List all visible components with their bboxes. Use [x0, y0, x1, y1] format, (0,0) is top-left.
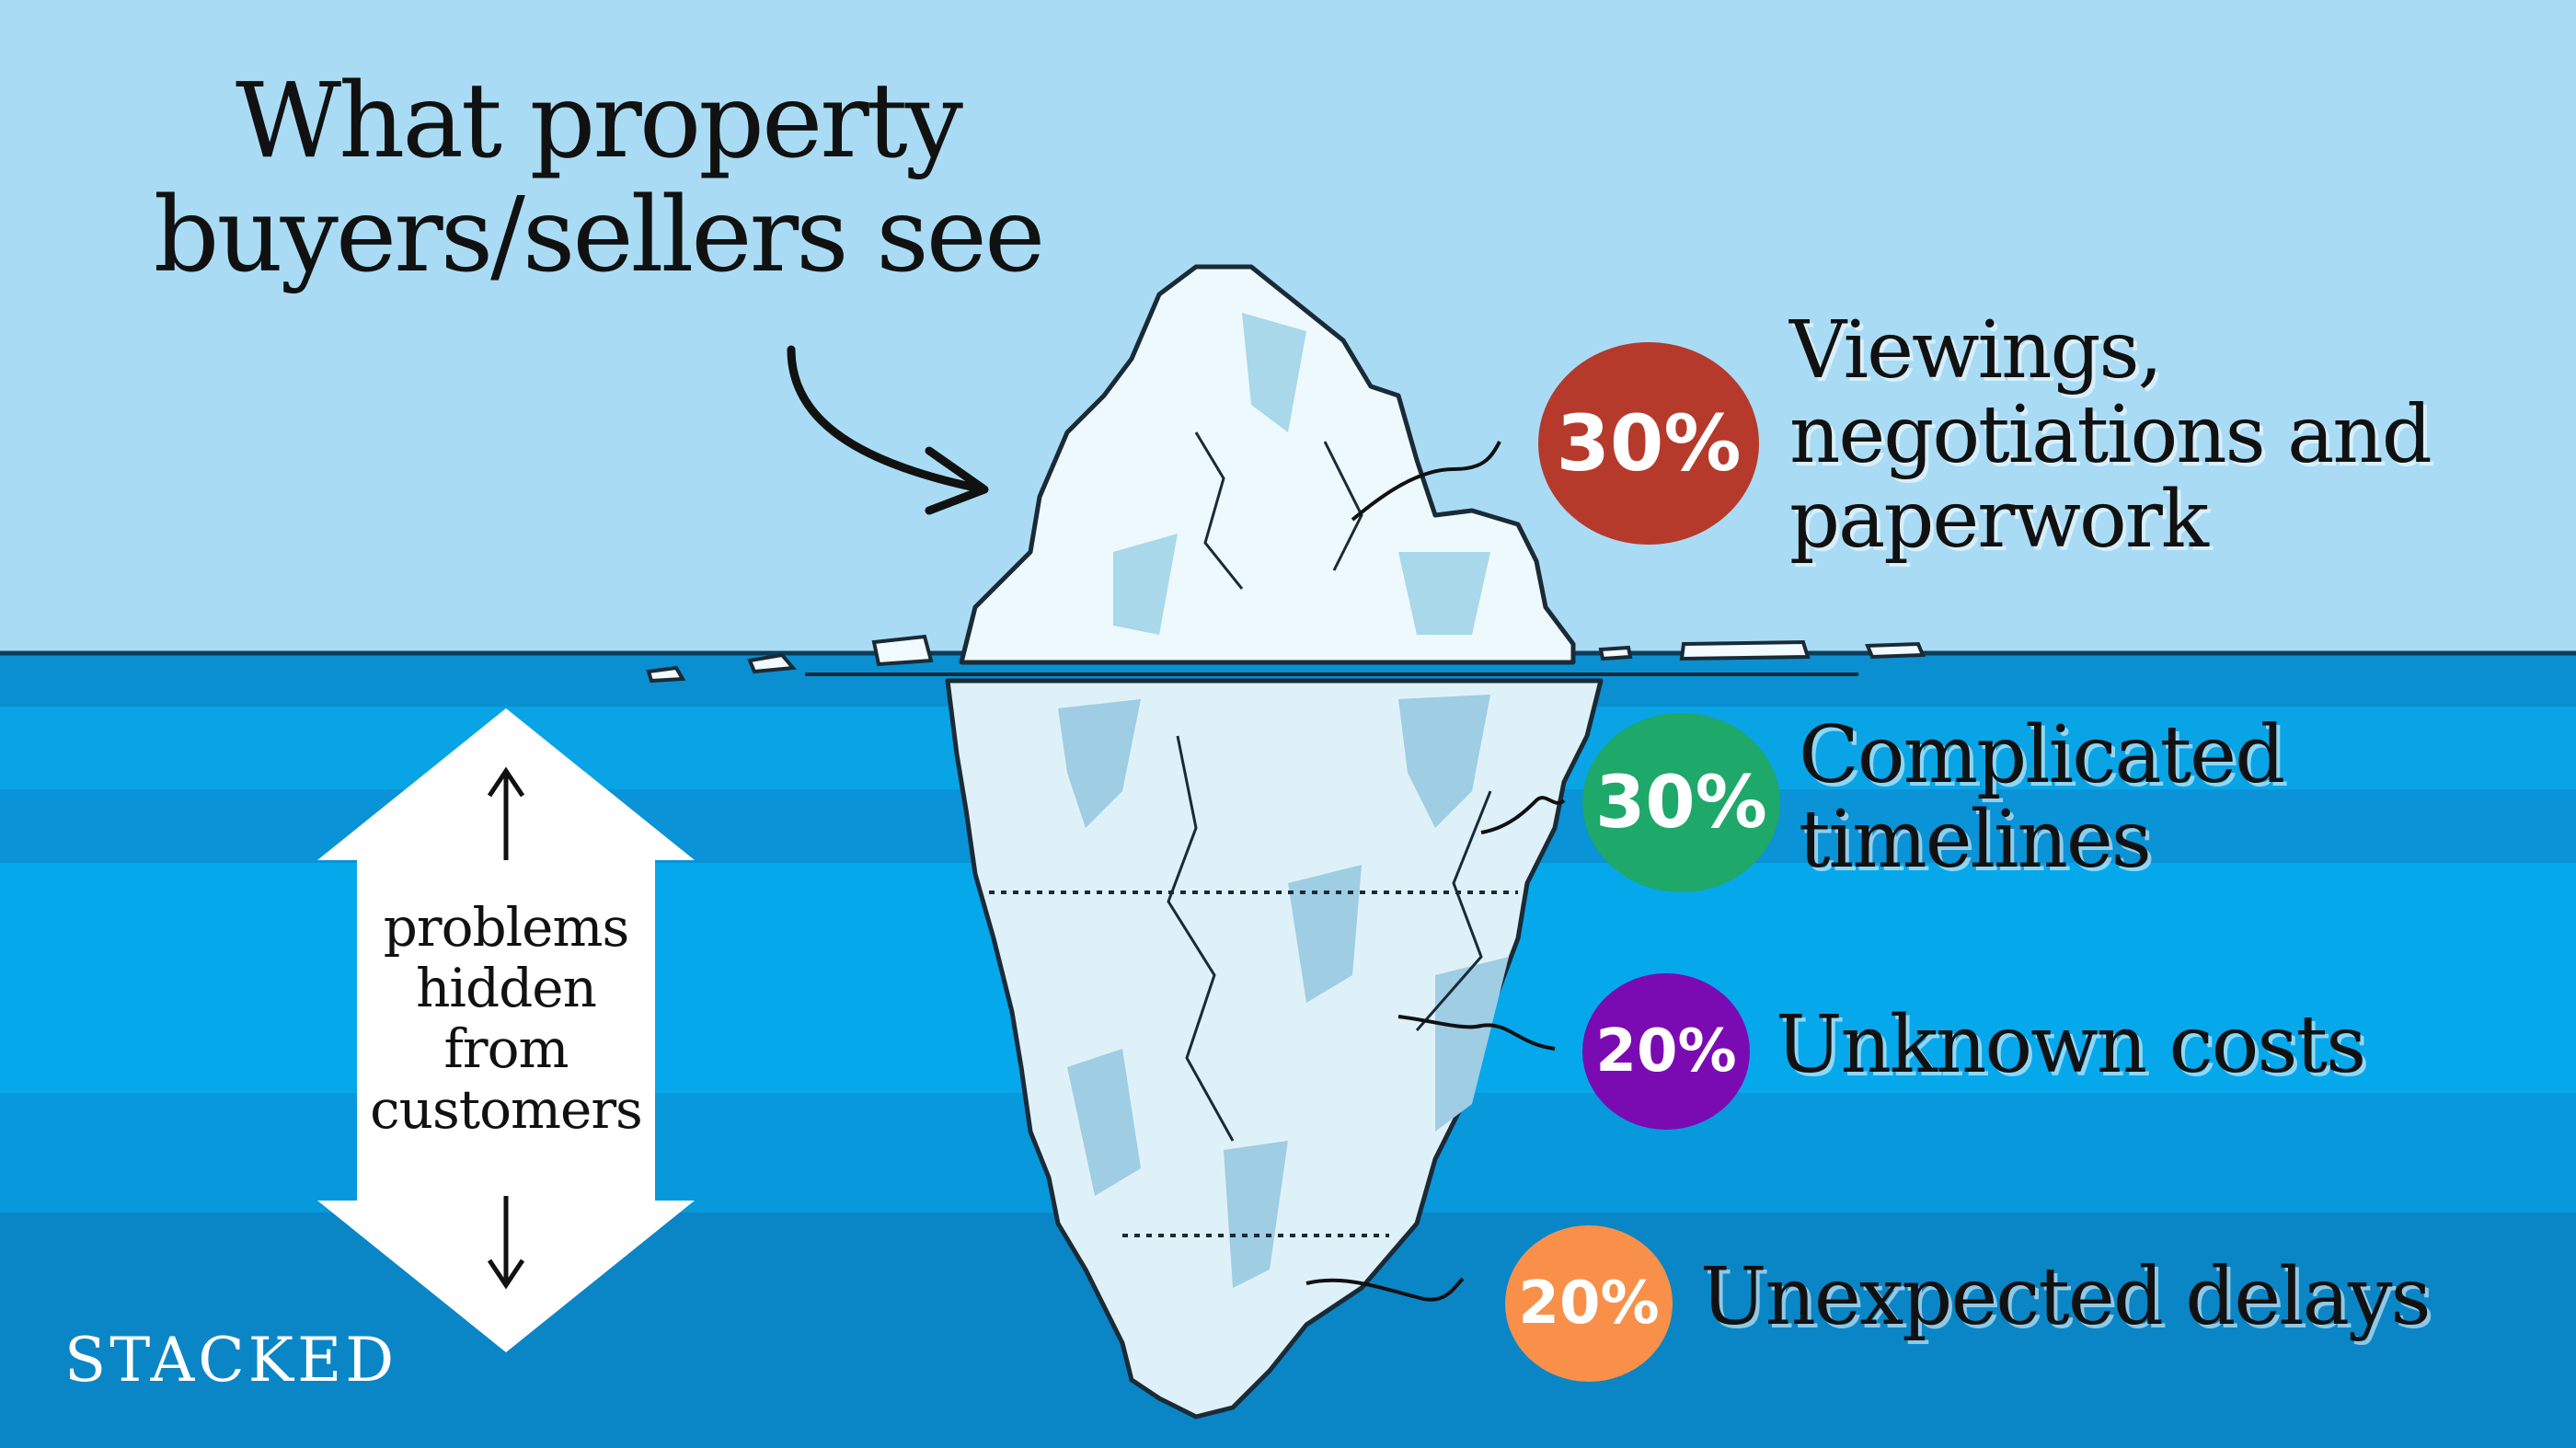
- percent-badge: 30%: [1538, 342, 1759, 545]
- connector-line: [1397, 1015, 1556, 1051]
- pointer-arrowhead: [925, 446, 989, 515]
- ice-shadow: [1224, 1141, 1288, 1288]
- connector-line: [1351, 441, 1501, 522]
- arrow-text-line: from: [443, 1017, 569, 1080]
- ice-shadow: [1288, 865, 1362, 1003]
- ice-floe: [1679, 639, 1811, 661]
- connector-line: [1480, 796, 1566, 834]
- label-line: paperwork: [1789, 474, 2209, 566]
- ice-floe: [1865, 641, 1926, 660]
- ice-crack: [1194, 431, 1363, 590]
- arrow-text-line: customers: [370, 1078, 643, 1141]
- hidden-problems-label: problems hidden from customers: [340, 897, 672, 1140]
- ice-floe: [871, 634, 934, 667]
- page-title: What property buyers/sellers see: [120, 64, 1076, 293]
- arrow-down-head: [487, 1258, 525, 1290]
- label-line: Complicated: [1799, 709, 2285, 801]
- ice-floe: [747, 652, 798, 674]
- title-line: buyers/sellers see: [153, 176, 1045, 295]
- ice-shadow: [1435, 957, 1509, 1132]
- arrow-text-line: hidden: [416, 957, 597, 1019]
- ice-shadow: [1398, 552, 1490, 635]
- brand-logo: STACKED: [64, 1325, 398, 1396]
- percent-value: 20%: [1595, 1017, 1737, 1086]
- iceberg-underwater: [945, 678, 1604, 1419]
- item-label: Unknown costs: [1776, 999, 2366, 1091]
- ice-floe: [646, 665, 686, 684]
- item-label: Viewings, negotiations and paperwork: [1789, 305, 2432, 566]
- label-line: timelines: [1799, 794, 2152, 886]
- percent-value: 30%: [1556, 398, 1742, 488]
- double-arrow: [317, 708, 695, 1352]
- connector-line: [1305, 1277, 1465, 1302]
- ice-crack: [1167, 735, 1235, 1142]
- label-line: Unknown costs: [1776, 999, 2366, 1091]
- ice-shadow: [1058, 699, 1141, 828]
- arrow-up-head: [487, 766, 525, 798]
- percent-badge: 20%: [1582, 973, 1750, 1130]
- ice-shadow: [1242, 313, 1306, 432]
- percent-badge: 30%: [1582, 713, 1780, 892]
- percent-value: 30%: [1595, 761, 1767, 845]
- ice-shadow: [1113, 534, 1178, 635]
- ice-floe: [1598, 645, 1633, 661]
- pointer-arrow: [787, 345, 980, 492]
- title-line: What property: [235, 62, 963, 181]
- ice-shadow: [1398, 695, 1490, 828]
- arrow-text-line: problems: [383, 896, 630, 959]
- percent-badge: 20%: [1505, 1225, 1673, 1382]
- label-line: Unexpected delays: [1700, 1251, 2432, 1343]
- item-label: Unexpected delays: [1700, 1251, 2432, 1343]
- label-line: negotiations and: [1789, 389, 2432, 481]
- label-line: Viewings,: [1789, 305, 2163, 396]
- item-label: Complicated timelines: [1799, 709, 2285, 886]
- percent-value: 20%: [1518, 1270, 1660, 1338]
- ice-shadow: [1067, 1049, 1141, 1196]
- ice-crack: [1415, 790, 1492, 1031]
